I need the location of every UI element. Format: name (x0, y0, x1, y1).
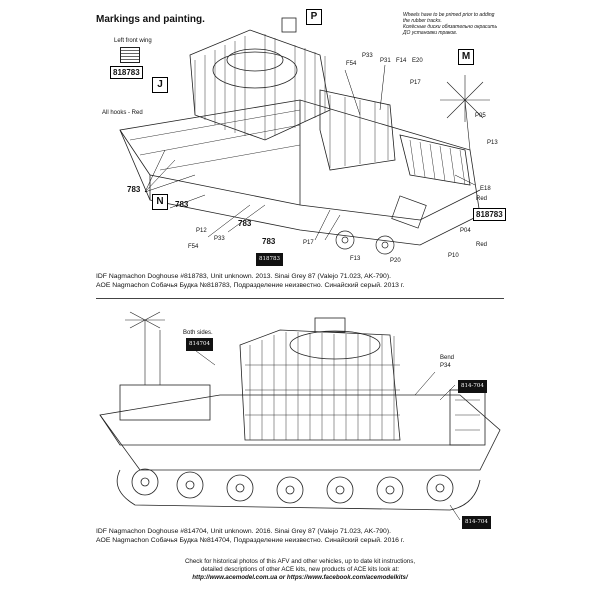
footer: Check for historical photos of this AFV … (96, 558, 504, 582)
callout: P10 (448, 253, 459, 259)
marker-m: M (458, 49, 474, 65)
marker-j: J (152, 77, 168, 93)
callout: F54 (188, 244, 199, 250)
plate-right: 814-704 (458, 380, 487, 393)
bend-label: Bend (440, 355, 455, 361)
footer-line: Check for historical photos of this AFV … (184, 558, 416, 565)
callout: E18 (480, 186, 491, 192)
red-label-lower: Red (476, 242, 488, 248)
caption-bottom: IDF Nagmachon Doghouse #814704, Unit unk… (96, 527, 404, 545)
callout: P20 (390, 258, 401, 264)
both-sides-label: Both sides. (183, 330, 213, 336)
plate-lower: 814-704 (462, 516, 491, 529)
left-front-wing-label: Left front wing (114, 38, 152, 44)
callout: P17 (410, 80, 421, 86)
callout: P33 (214, 236, 225, 242)
marker-p: P (306, 9, 322, 25)
callout: P12 (196, 228, 207, 234)
callout: P05 (475, 113, 486, 119)
caption-top-ru: AOE Nagmachon Собачья Будка №818783, Под… (96, 282, 405, 289)
caption-bottom-ru: AOE Nagmachon Собачья Будка №814704, Под… (96, 537, 405, 544)
callout: P33 (362, 53, 373, 59)
caption-top-en: IDF Nagmachon Doghouse #818783, Unit unk… (96, 273, 391, 280)
note-line: Wheels have to be primed prior to adding (403, 12, 495, 18)
black-number-plate: 818783 (256, 253, 283, 266)
side-hull-number: 818783 (473, 208, 506, 221)
note-line: Колёсные диски обязательно окрасить (403, 24, 498, 30)
callout: F13 (350, 256, 361, 262)
wing-swatch (120, 47, 140, 63)
footer-line: detailed descriptions of other ACE kits,… (200, 566, 400, 573)
section-divider (96, 298, 504, 299)
callout: E20 (412, 58, 423, 64)
wheel-note: Wheels have to be primed prior to adding… (403, 12, 523, 36)
plate-left: 814704 (186, 338, 213, 351)
callout: P13 (487, 140, 498, 146)
callout: F14 (396, 58, 407, 64)
footer-urls[interactable]: http://www.acemodel.com.ua or https://ww… (192, 574, 408, 581)
caption-top: IDF Nagmachon Doghouse #818783, Unit unk… (96, 272, 404, 290)
all-hooks-label: All hooks - Red (102, 110, 143, 116)
hook-number: 783 (238, 219, 252, 228)
hook-number: 783 (127, 185, 141, 194)
wing-hull-number: 818783 (110, 66, 143, 79)
note-line: the rubber tracks. (403, 18, 442, 24)
caption-bottom-en: IDF Nagmachon Doghouse #814704, Unit unk… (96, 528, 391, 535)
marker-n: N (152, 194, 168, 210)
hook-number: 783 (175, 200, 189, 209)
hook-number: 783 (262, 237, 276, 246)
callout: P04 (460, 228, 471, 234)
red-label: Red (476, 196, 488, 202)
note-line: ДО установки траков. (403, 30, 458, 36)
callout: P31 (380, 58, 391, 64)
callout: F54 (346, 61, 357, 67)
callout: P17 (303, 240, 314, 246)
p34-label: P34 (440, 363, 451, 369)
page-title: Markings and painting. (96, 14, 205, 25)
